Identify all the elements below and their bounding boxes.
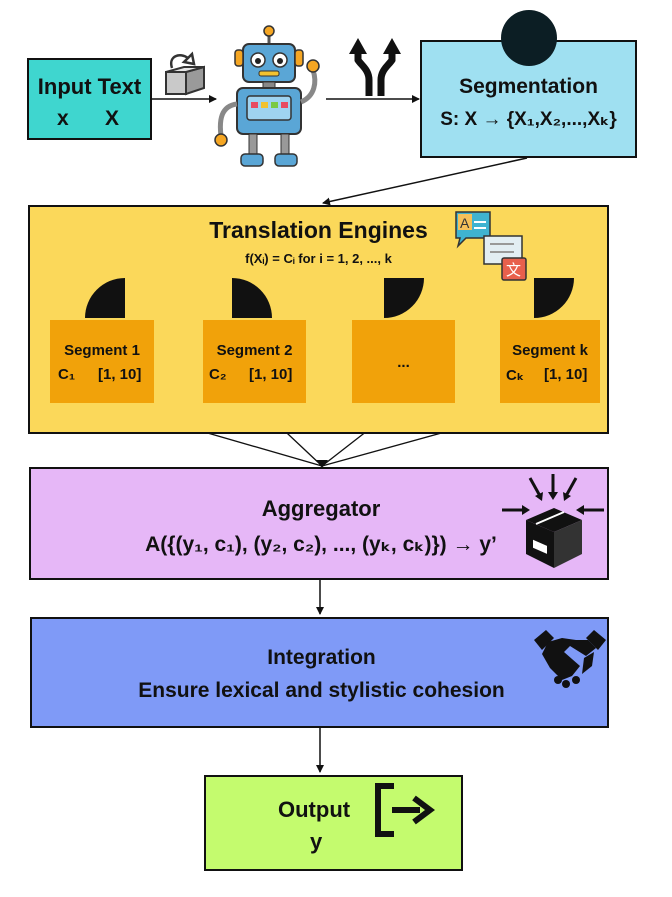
- segment-1-conf: C₁: [58, 366, 76, 383]
- input-var-lower: x: [57, 107, 69, 130]
- exit-arrow-icon: [375, 783, 435, 837]
- handshake-icon: [534, 630, 606, 688]
- arrow-head-aggregator: [316, 460, 328, 468]
- robot-icon: [214, 25, 320, 167]
- segmentation-title: Segmentation: [459, 75, 598, 98]
- dark-circle-marker: [501, 10, 557, 66]
- translate-glyph-a: A: [460, 215, 470, 231]
- segment-k-label: Segment k: [512, 342, 588, 359]
- segmentation-formula: S: X → {X₁,X₂,...,Xₖ}: [440, 109, 617, 130]
- output-title: Output: [278, 797, 351, 822]
- engines-title: Translation Engines: [209, 217, 428, 243]
- output-var: y: [310, 829, 323, 854]
- engines-formula: f(Xᵢ) = Cᵢ for i = 1, 2, ..., k: [245, 251, 392, 266]
- translate-glyph-b: 文: [506, 261, 521, 279]
- segmentation-box: Segmentation S: X → {X₁,X₂,...,Xₖ}: [420, 40, 637, 158]
- integration-box: Integration Ensure lexical and stylistic…: [30, 617, 609, 728]
- integration-subtitle: Ensure lexical and stylistic cohesion: [138, 679, 505, 702]
- segment-k-tab: [534, 278, 574, 318]
- input-text-title: Input Text: [37, 74, 142, 99]
- aggregator-title: Aggregator: [261, 496, 381, 521]
- segment-1-range: [1, 10]: [98, 366, 142, 383]
- segment-2-range: [1, 10]: [249, 366, 293, 383]
- input-var-upper: X: [105, 107, 120, 130]
- package-inbound-icon: [502, 474, 604, 568]
- segment-2-label: Segment 2: [216, 342, 293, 359]
- split-arrows-icon: [349, 38, 401, 96]
- segment-k-conf: Cₖ: [506, 367, 525, 384]
- aggregator-box: Aggregator A({(y₁, c₁), (y₂, c₂), ..., (…: [29, 467, 609, 580]
- segment-2-conf: C₂: [209, 366, 227, 383]
- segment-k-range: [1, 10]: [544, 366, 588, 383]
- segment-2-tab: [232, 278, 272, 318]
- segment-3-label: ...: [397, 354, 410, 371]
- translate-bubbles-icon: A 文: [455, 211, 527, 281]
- segment-3-tab: [384, 278, 424, 318]
- segment-1-tab: [85, 278, 125, 318]
- segment-3-box: ...: [352, 320, 455, 403]
- segment-2-box: Segment 2 C₂ [1, 10]: [203, 320, 306, 403]
- output-box: Output y: [204, 775, 463, 871]
- box-icon: [165, 51, 205, 96]
- segment-1-box: Segment 1 C₁ [1, 10]: [50, 320, 154, 403]
- integration-title: Integration: [267, 646, 376, 669]
- arrow-segmentation-to-engines: [322, 157, 528, 206]
- input-text-box: Input Text x X: [27, 58, 152, 140]
- segment-k-box: Segment k Cₖ [1, 10]: [500, 320, 600, 403]
- segment-1-label: Segment 1: [64, 342, 140, 359]
- aggregator-formula: A({(y₁, c₁), (y₂, c₂), ..., (yₖ, cₖ)}) →…: [145, 533, 497, 556]
